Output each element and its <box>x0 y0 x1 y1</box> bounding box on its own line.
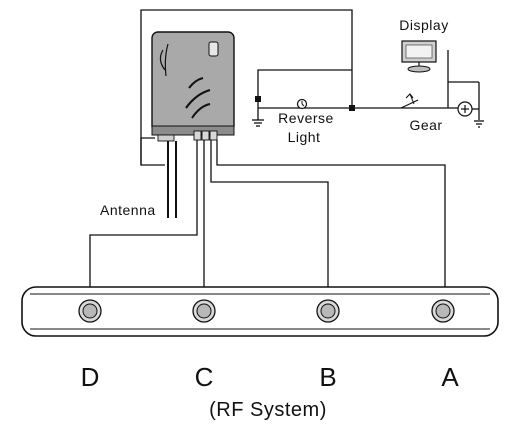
sensor-b-label: B <box>319 362 336 392</box>
reverse-light-label-1: Reverse <box>278 110 334 126</box>
display-label: Display <box>399 17 448 33</box>
display-icon <box>401 40 437 73</box>
sensor-d-label: D <box>81 362 100 392</box>
bulb-icon <box>296 98 308 110</box>
sensor-b <box>316 299 340 323</box>
sensor-c <box>192 299 216 323</box>
sensor-c-label: C <box>195 362 214 392</box>
sensor-d <box>78 299 102 323</box>
wire-sensor-d <box>89 140 198 287</box>
bumper <box>21 286 499 337</box>
diagram-caption: (RF System) <box>209 399 327 421</box>
wire-sensor-b <box>210 140 329 287</box>
gear-label: Gear <box>409 117 442 133</box>
plus-terminal-icon <box>457 101 473 117</box>
ground-icon-right <box>474 120 484 128</box>
junction-right <box>349 105 355 111</box>
top-loop-wire <box>140 9 353 165</box>
wire-sensor-a <box>216 140 446 287</box>
sensor-a <box>431 299 455 323</box>
switch-icon <box>400 93 419 109</box>
reverse-circuit-top-wire <box>257 69 352 108</box>
module-left-wire <box>140 137 165 166</box>
antenna-label: Antenna <box>100 202 156 218</box>
sensor-a-label: A <box>441 362 459 392</box>
module-icon <box>151 31 235 142</box>
ground-icon <box>252 119 264 127</box>
reverse-light-label-2: Light <box>288 129 321 145</box>
display-wire <box>447 50 479 83</box>
junction-left <box>255 96 261 102</box>
